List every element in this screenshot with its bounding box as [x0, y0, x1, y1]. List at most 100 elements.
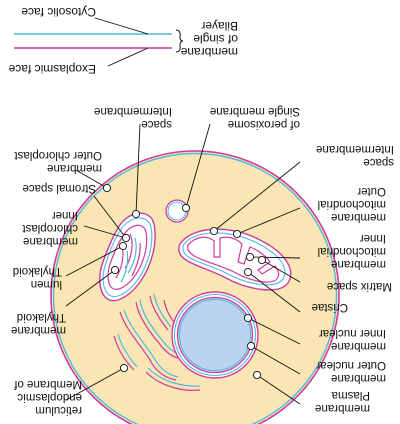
leader-stromal — [93, 195, 127, 239]
label-outer-chloroplast-line-1: membrane — [47, 162, 102, 174]
chloroplast — [99, 212, 156, 302]
er-sheet-5 — [145, 371, 201, 391]
bilayer-label-line-3: Bilayer — [201, 19, 238, 33]
bilayer-schematic: Cytosolic face Exoplasmic face membrane … — [8, 5, 238, 76]
marker-thylakoid-lumen — [118, 241, 128, 251]
label-outer-chloroplast-line-2: Outer chloroplast — [14, 149, 102, 161]
er-sheet-6b — [117, 333, 138, 368]
mito-outer-membrane-inner-leaflet — [182, 232, 286, 286]
label-outer-nuclear: membrane Outer nuclear — [316, 359, 386, 384]
leader-chloroplast-intermembrane — [135, 123, 141, 215]
thylakoid-2 — [127, 237, 137, 274]
marker-mito-intermembrane — [209, 226, 219, 236]
label-stromal: Stromal space — [22, 182, 96, 194]
er-sheet-3b — [153, 293, 172, 328]
marker-thylakoid-membrane — [110, 265, 120, 275]
marker-chloroplast-intermembrane — [131, 209, 141, 219]
leader-er — [65, 367, 125, 401]
leader-plasma — [256, 374, 301, 405]
label-er: reticulum endoplasmic Membrane of — [13, 378, 82, 416]
label-outer-mito-line-3: Outer — [357, 185, 386, 197]
label-matrix: Matrix space — [327, 280, 392, 292]
label-inner-mito-line-2: mitochondrial — [318, 245, 386, 257]
er-sheet-5b — [147, 367, 201, 387]
label-cristae: Cristae — [312, 301, 348, 313]
leader-thylakoid-lumen — [65, 245, 124, 277]
leader-inner-chloroplast — [83, 225, 127, 239]
label-inner-chloroplast: membrane chloroplast Inner — [22, 209, 78, 247]
mitochondrion — [178, 228, 292, 291]
bilayer-label-line-1: membrane — [180, 45, 238, 59]
label-cristae-line-1: Cristae — [312, 301, 348, 313]
label-thylakoid-membrane-line-1: membrane — [11, 324, 66, 336]
label-er-line-1: reticulum — [35, 404, 82, 416]
mito-inner-membrane-cristae — [187, 236, 280, 283]
marker-stromal — [121, 233, 131, 243]
label-inner-chloroplast-line-3: Inner — [52, 209, 78, 221]
leader-thylakoid-membrane — [65, 269, 116, 307]
label-plasma-line-1: membrane — [315, 402, 370, 414]
leader-inner-nuclear — [247, 317, 301, 345]
bilayer-label-line-2: of single — [193, 32, 238, 46]
label-er-line-3: Membrane of — [13, 378, 82, 390]
label-inner-chloroplast-line-1: membrane — [23, 235, 78, 247]
leader-inner-mito — [249, 256, 301, 259]
label-outer-chloroplast: membrane Outer chloroplast — [14, 149, 102, 174]
bilayer-label: membrane of single Bilayer — [180, 19, 238, 59]
leader-outer-mito — [236, 207, 301, 235]
markers — [102, 183, 267, 380]
thylakoid-4 — [120, 250, 129, 283]
label-inner-chloroplast-line-2: chloroplast — [22, 222, 78, 234]
cytosolic-face-label: Cytosolic face — [21, 5, 96, 19]
marker-outer-nuclear — [246, 341, 256, 351]
label-thylakoid-lumen-line-1: lumen — [31, 278, 62, 290]
label-er-line-2: endoplasmic — [17, 391, 82, 403]
inner-nuclear-membrane — [176, 296, 254, 374]
cell — [50, 150, 340, 424]
label-outer-nuclear-line-2: Outer nuclear — [316, 359, 386, 371]
thylakoid-5 — [131, 242, 141, 277]
marker-outer-chloroplast — [102, 183, 112, 193]
er-sheet-1 — [119, 311, 177, 381]
label-peroxisome-line-1: of peroxisome — [228, 118, 300, 130]
label-inner-mito-line-1: membrane — [331, 258, 386, 270]
exoplasmic-face-label: Exoplasmic face — [8, 62, 96, 76]
leader-lines — [65, 123, 301, 405]
nucleus — [171, 291, 259, 379]
leader-outer-nuclear — [250, 345, 301, 375]
bilayer-brace — [175, 29, 184, 53]
er-sheet-6 — [113, 335, 135, 371]
marker-outer-mito — [232, 229, 242, 239]
leader-matrix — [261, 259, 301, 283]
leader-cristae — [247, 271, 301, 313]
label-inner-nuclear: membrane Inner nuclear — [319, 327, 386, 352]
label-thylakoid-membrane: membrane Thylakoid — [11, 311, 66, 336]
label-outer-mito-line-2: mitochondrial — [318, 198, 386, 210]
leader-outer-chloroplast — [75, 169, 108, 189]
label-inner-nuclear-line-1: membrane — [331, 340, 386, 352]
marker-er — [119, 363, 129, 373]
er-sheet-3 — [149, 295, 169, 331]
plasma-membrane-inner — [52, 152, 338, 424]
label-thylakoid-membrane-line-2: Thylakoid — [17, 311, 66, 323]
label-chloroplast-intermembrane-line-2: Intermembrane — [94, 105, 172, 117]
er-sheet-1b — [123, 309, 179, 378]
endoplasmic-reticulum — [113, 293, 201, 391]
label-outer-nuclear-line-1: membrane — [331, 372, 386, 384]
marker-matrix — [257, 255, 267, 265]
marker-peroxisome — [181, 203, 191, 213]
label-plasma: membrane Plasma — [315, 389, 370, 414]
marker-cristae — [243, 267, 253, 277]
exoplasmic-leader — [107, 47, 149, 67]
label-thylakoid-lumen: lumen Thylakoid — [13, 265, 62, 290]
label-plasma-line-2: Plasma — [331, 389, 370, 401]
leader-mito-intermembrane — [213, 161, 301, 232]
label-chloroplast-intermembrane-line-1: space — [141, 118, 172, 130]
marker-inner-mito — [245, 252, 255, 262]
labels: space Intermembrane of peroxisome Single… — [11, 105, 394, 416]
cytosolic-leader — [94, 17, 149, 35]
outer-nuclear-membrane-leaflet — [173, 293, 257, 377]
label-outer-mito: membrane mitochondrial Outer — [318, 185, 386, 223]
label-mito-intermembrane-line-2: Intermembrane — [316, 143, 394, 155]
